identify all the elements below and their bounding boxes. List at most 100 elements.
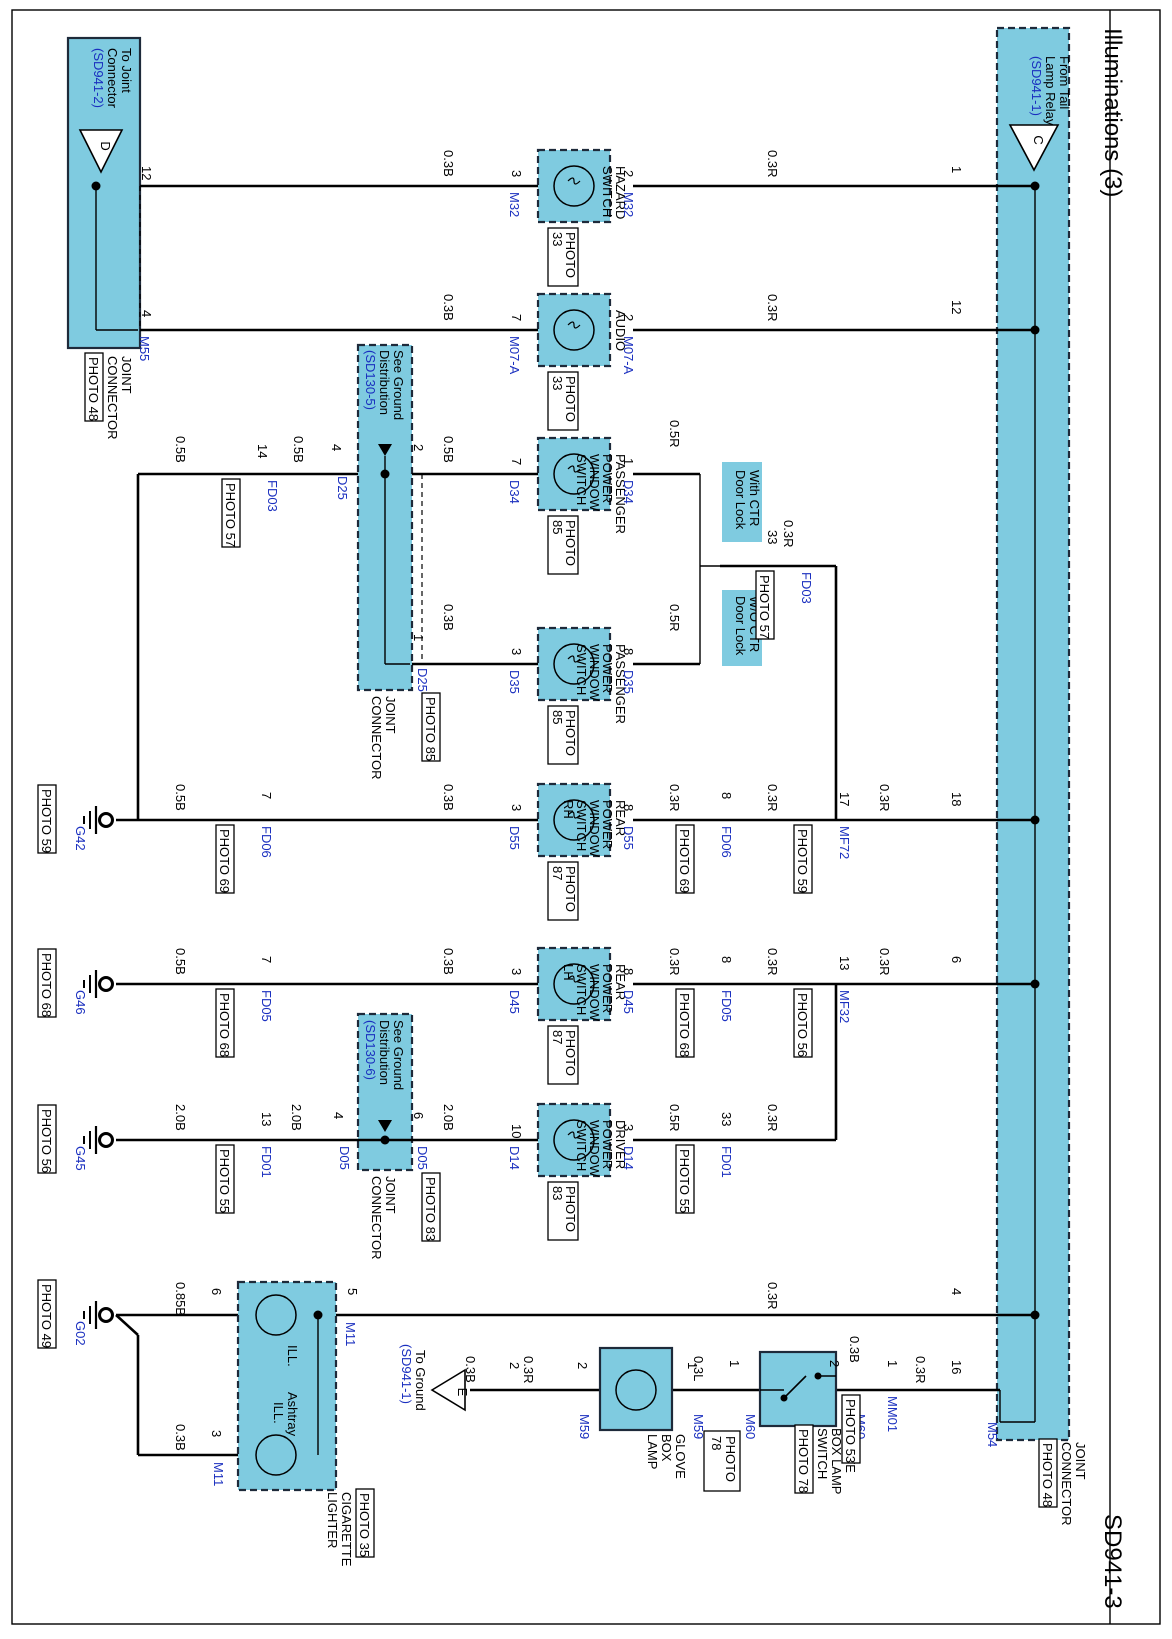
m60-label-a: M60	[743, 1414, 758, 1439]
pin-label: 7	[259, 792, 274, 799]
pin-label: 13	[837, 956, 852, 970]
svg-text:PHOTO 85: PHOTO 85	[423, 697, 438, 761]
m11-label-a: M11	[343, 1322, 358, 1346]
pin-label: 2	[507, 1362, 522, 1369]
svg-text:SD941-3: SD941-3	[1099, 1514, 1126, 1609]
pin-label: 6	[949, 956, 964, 963]
bulb-icon	[553, 799, 595, 841]
svg-text:85: 85	[550, 520, 565, 534]
left-connector-label: To Joint Connector (SD941-2)	[91, 48, 134, 109]
glove-box-lamp	[598, 1346, 674, 1432]
bulb-icon	[553, 643, 595, 685]
ground-dist-2-label: See Ground Distribution (SD130-6)	[363, 1020, 406, 1090]
connector-label: D34	[507, 480, 522, 504]
svg-text:(SD941-1): (SD941-1)	[399, 1344, 414, 1404]
component-list: HAZARDSWITCHPHOTO33M32M3223AUDIOPHOTO33M…	[507, 148, 636, 1241]
wire-gauge-label: 0.3R	[667, 784, 682, 811]
wire-gauge-label: 2.0B	[289, 1104, 304, 1131]
pin-label: 8	[719, 956, 734, 963]
pin-label: 2	[621, 170, 636, 177]
left-connector-m55: M55	[137, 336, 152, 361]
svg-text:SWITCH: SWITCH	[815, 1428, 830, 1479]
pin-label: 3	[509, 804, 524, 811]
wire-gauge-label: 2.0B	[173, 1104, 188, 1131]
pin-label: 18	[949, 792, 964, 806]
ground-dist-2-name: JOINT CONNECTOR PHOTO 83	[369, 1172, 441, 1260]
svg-text:SWITCH: SWITCH	[574, 964, 589, 1015]
pin-label: 1	[621, 458, 636, 465]
left-connector-letter: D	[98, 141, 113, 150]
d05-label-b: D05	[415, 1146, 430, 1170]
connector-label: M07-A	[507, 336, 522, 375]
page-code: SD941-3	[1099, 1514, 1126, 1609]
svg-text:PHOTO: PHOTO	[723, 1436, 738, 1482]
wire-gauge-label: 0.3R	[877, 948, 892, 975]
main-connector-m54: M54	[985, 1422, 1000, 1447]
pin-label: 1	[685, 1362, 700, 1369]
svg-text:WINDOW: WINDOW	[587, 644, 602, 702]
wire-gauge-label: 0.3B	[173, 1424, 188, 1451]
svg-text:PHOTO 68: PHOTO 68	[677, 993, 692, 1057]
pin-label: 13	[259, 1112, 274, 1126]
wire-gauge-label: 0.5B	[291, 436, 306, 463]
pin-label: 7	[259, 956, 274, 963]
switch-icon	[783, 1375, 807, 1399]
svg-text:POWER: POWER	[600, 800, 615, 849]
wire-gauge-label: 0.3B	[441, 604, 456, 631]
triangle-e-icon	[430, 1368, 466, 1412]
svg-text:Distribution: Distribution	[377, 350, 392, 415]
inline-connector-label: FD05	[719, 990, 734, 1022]
bulb-icon	[553, 309, 595, 351]
main-connector-name: JOINT CONNECTOR PHOTO 48	[1038, 1438, 1088, 1526]
connector-label: D14	[621, 1146, 636, 1170]
connector-label: D55	[507, 826, 522, 850]
svg-text:REAR: REAR	[613, 800, 628, 836]
splice-dot	[91, 181, 101, 191]
ground-id: G42	[73, 826, 88, 851]
main-connector-label: From Tail Lamp Relay (SD941-1)	[1029, 56, 1072, 126]
m59-label-b: M59	[691, 1414, 706, 1439]
pin-label: 4	[329, 444, 344, 451]
pin-label: 2	[411, 444, 426, 451]
svg-text:GLOVE: GLOVE	[673, 1434, 688, 1479]
wire-gauge-label: 0.5R	[667, 1104, 682, 1131]
triangle-d-icon	[78, 129, 124, 174]
to-ground-letter: E	[455, 1388, 470, 1397]
inline-photo: PHOTO 59	[793, 824, 813, 894]
inline-connector-label: MF72	[837, 826, 852, 859]
connector-label: D34	[621, 480, 636, 504]
svg-text:PHOTO 59: PHOTO 59	[795, 829, 810, 893]
left-connector-name: JOINT CONNECTOR PHOTO 48	[84, 352, 134, 440]
svg-text:PHOTO 48: PHOTO 48	[86, 357, 101, 421]
pin-label: 10	[509, 1124, 524, 1138]
cigarette-lighter-name: CIGARETTE LIGHTER PHOTO 35	[325, 1488, 375, 1567]
svg-text:LAMP: LAMP	[645, 1434, 660, 1469]
svg-text:78: 78	[709, 1436, 724, 1450]
pin-label: 3	[509, 170, 524, 177]
glove-box-lamp-switch	[758, 1350, 838, 1428]
wire-labels: 0.3R0.3B0.3R0.3B0.5R0.5B0.5B0.5B0.3R0.5R…	[139, 150, 964, 1451]
connector-label: M32	[507, 192, 522, 217]
bulb-icon	[615, 1369, 657, 1411]
connector-label: M32	[621, 192, 636, 217]
ground-dist-1-name: JOINT CONNECTOR PHOTO 85	[369, 692, 441, 780]
wire-gauge-label: 0.3R	[781, 520, 796, 547]
wire-gauge-label: 0.3R	[765, 784, 780, 811]
wire-gauge-label: 0.3B	[441, 294, 456, 321]
pin-label: 8	[621, 968, 636, 975]
wire-gauge-label: 0.3R	[765, 1104, 780, 1131]
glove-box-lamp-name: GLOVE BOX LAMP PHOTO 78	[645, 1430, 741, 1492]
to-ground-label: To Ground (SD941-1)	[399, 1344, 428, 1411]
pin-label: 1	[727, 1360, 742, 1367]
